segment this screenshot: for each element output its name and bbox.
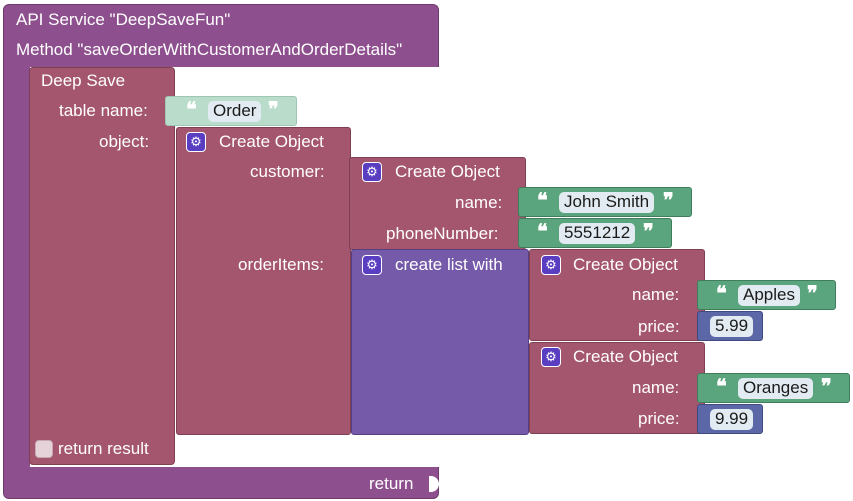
item-create-object-title: Create Object (573, 255, 678, 274)
item-price-field[interactable]: 9.99 (710, 409, 754, 430)
open-quote-icon: ❝ (186, 99, 197, 121)
deep-save-title: Deep Save (41, 71, 126, 90)
close-quote-icon: ❞ (807, 283, 818, 305)
object-label: object: (99, 132, 150, 151)
create-list-title: create list with (395, 255, 503, 274)
close-quote-icon: ❞ (821, 376, 832, 398)
api-method-title: Method "saveOrderWithCustomerAndOrderDet… (16, 40, 403, 59)
item-price-label: price: (638, 317, 680, 336)
order-items-label: orderItems: (238, 255, 324, 274)
open-quote-icon: ❝ (716, 376, 727, 398)
order-mutator-gear-icon[interactable]: ⚙ (186, 132, 206, 152)
open-quote-icon: ❝ (537, 190, 548, 212)
close-quote-icon: ❞ (663, 190, 674, 212)
item-name-field[interactable]: Apples (738, 285, 800, 306)
item-mutator-gear-icon[interactable]: ⚙ (541, 255, 561, 275)
close-quote-icon: ❞ (268, 99, 279, 121)
customer-mutator-gear-icon[interactable]: ⚙ (362, 162, 382, 182)
return-result-checkbox[interactable] (35, 440, 53, 458)
create-list-block[interactable] (351, 249, 529, 435)
table-name-label: table name: (59, 101, 148, 120)
customer-create-object-title: Create Object (395, 162, 500, 181)
customer-phone-field[interactable]: 5551212 (559, 223, 636, 244)
order-create-object-block[interactable] (176, 127, 351, 435)
item-create-object-title: Create Object (573, 347, 678, 366)
customer-label: customer: (250, 162, 325, 181)
api-return-label: return (369, 474, 414, 493)
return-input-socket[interactable] (429, 476, 439, 492)
return-result-label: return result (58, 439, 149, 458)
open-quote-icon: ❝ (537, 221, 548, 243)
item-price-field[interactable]: 5.99 (710, 316, 754, 337)
item-mutator-gear-icon[interactable]: ⚙ (541, 347, 561, 367)
close-quote-icon: ❞ (643, 221, 654, 243)
item-name-label: name: (632, 285, 680, 304)
item-name-field[interactable]: Oranges (738, 378, 814, 399)
table-name-field[interactable]: Order (208, 101, 262, 122)
api-service-title: API Service "DeepSaveFun" (16, 10, 231, 29)
customer-name-label: name: (455, 193, 503, 212)
list-mutator-gear-icon[interactable]: ⚙ (362, 255, 382, 275)
item-price-label: price: (638, 409, 680, 428)
open-quote-icon: ❝ (716, 283, 727, 305)
customer-name-field[interactable]: John Smith (559, 192, 655, 213)
deep-save-block[interactable] (29, 67, 175, 465)
item-name-label: name: (632, 378, 680, 397)
order-create-object-title: Create Object (219, 132, 324, 151)
customer-phone-label: phoneNumber: (386, 224, 499, 243)
